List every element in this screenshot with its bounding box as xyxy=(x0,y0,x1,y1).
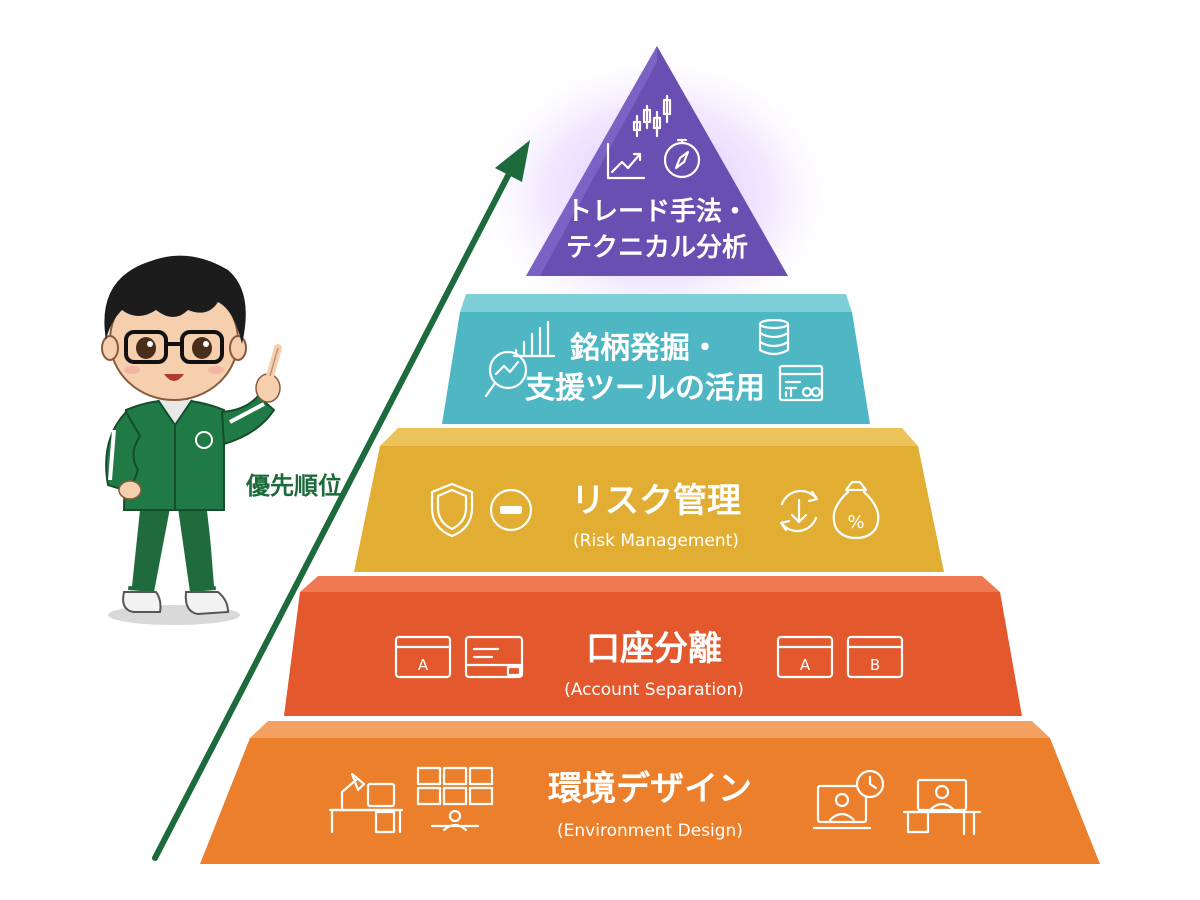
layer-risk-top xyxy=(380,428,918,446)
account-a-window-icon: A xyxy=(394,635,452,679)
layer-account: 口座分離 (Account Separation) A A B xyxy=(284,576,1022,716)
dashboard-icon xyxy=(778,364,824,402)
layer-trade-apex xyxy=(526,46,788,276)
compass-icon xyxy=(663,138,701,179)
character-icon xyxy=(101,255,282,625)
layer-environment-title: 環境デザイン xyxy=(548,769,752,809)
layer-environment-body xyxy=(200,738,1100,864)
layer-account-title: 口座分離 xyxy=(586,629,722,669)
layer-account-body xyxy=(284,592,1022,716)
desk-lamp-icon xyxy=(328,772,404,834)
layer-stock: 銘柄発掘・ 支援ツールの活用 xyxy=(442,294,870,424)
shield-icon xyxy=(430,482,474,538)
trend-chart-icon xyxy=(606,142,646,180)
window-label-a: A xyxy=(418,656,429,674)
layer-risk-title: リスク管理 xyxy=(571,481,741,521)
layer-environment: 環境デザイン (Environment Design) xyxy=(200,721,1100,864)
layer-account-top xyxy=(300,576,1000,592)
window-label-a-right: A xyxy=(800,656,811,674)
window-label-b: B xyxy=(870,656,880,674)
account-b-window-icon: B xyxy=(846,635,904,679)
layer-risk-subtitle: (Risk Management) xyxy=(573,531,739,551)
layer-risk: リスク管理 (Risk Management) % xyxy=(354,428,944,572)
priority-arrow: 優先順位 xyxy=(152,140,530,861)
money-bag-percent-icon: % xyxy=(832,480,880,540)
layer-trade-title-line1: トレード手法・ xyxy=(566,197,748,227)
cycle-down-arrow-icon xyxy=(779,489,819,533)
percent-mark: % xyxy=(847,512,864,533)
account-a-window-icon: A xyxy=(776,635,834,679)
layer-environment-top xyxy=(250,721,1050,738)
multi-monitor-icon xyxy=(416,766,494,832)
workstation-icon xyxy=(902,778,982,836)
layer-stock-title-line2: 支援ツールの活用 xyxy=(525,371,765,406)
candlestick-chart-icon xyxy=(632,94,672,138)
layer-risk-body xyxy=(354,446,944,572)
layer-trade: トレード手法・ テクニカル分析 xyxy=(526,46,788,276)
database-icon xyxy=(758,318,790,356)
layer-account-subtitle: (Account Separation) xyxy=(564,680,744,700)
layer-stock-title-line1: 銘柄発掘・ xyxy=(570,331,720,366)
card-icon xyxy=(464,635,524,679)
priority-arrow-head xyxy=(495,140,530,182)
priority-arrow-shaft xyxy=(152,165,515,861)
layer-trade-title-line2: テクニカル分析 xyxy=(566,233,748,263)
priority-label: 優先順位 xyxy=(245,472,342,500)
clock-person-screen-icon xyxy=(812,769,885,830)
layer-stock-top xyxy=(460,294,852,312)
magnifier-chart-icon xyxy=(484,350,528,398)
minus-circle-icon xyxy=(489,488,533,532)
layer-environment-subtitle: (Environment Design) xyxy=(557,821,743,841)
layer-trade-apex-highlight xyxy=(526,46,657,276)
